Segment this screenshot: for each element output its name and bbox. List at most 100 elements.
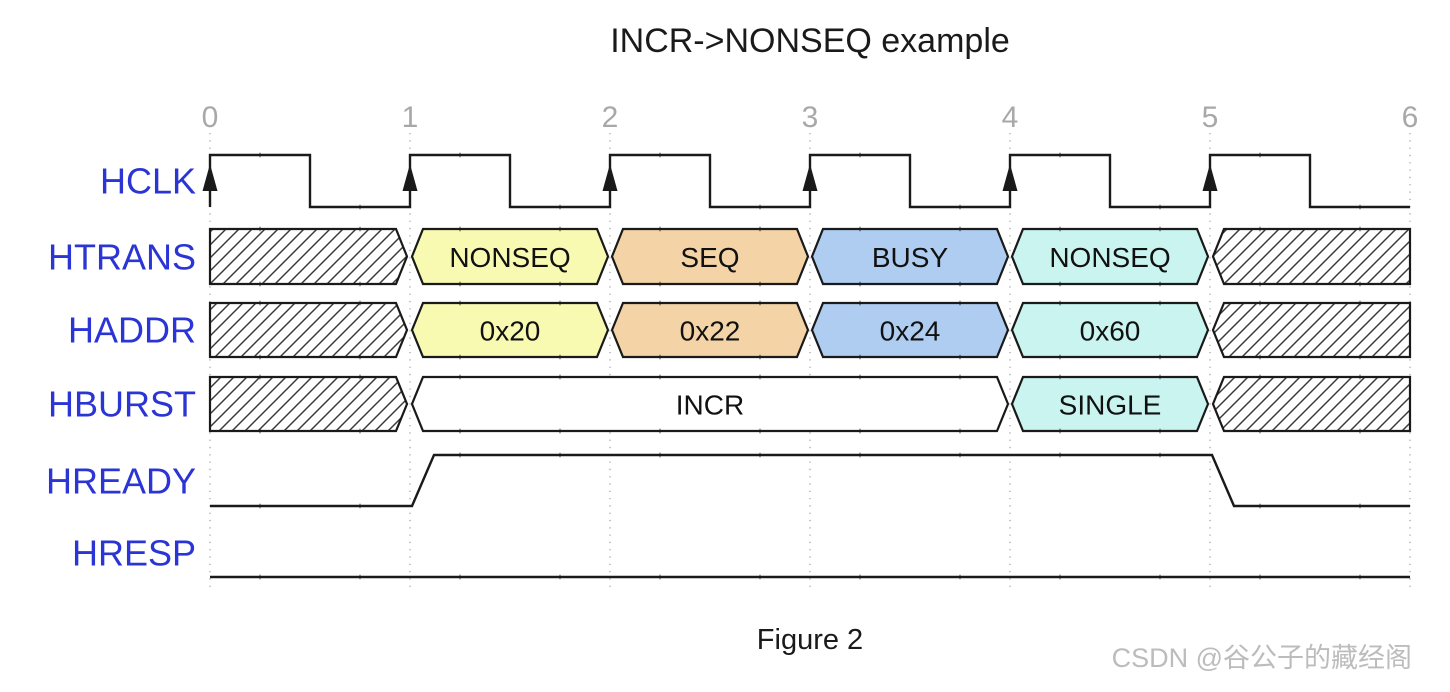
period-mark (459, 281, 461, 287)
period-mark (659, 226, 661, 232)
period-mark (859, 152, 861, 158)
period-mark (959, 300, 961, 306)
period-mark (459, 354, 461, 360)
period-mark (1259, 226, 1261, 232)
haddr-value: 0x60 (1080, 316, 1141, 347)
tick-label-5: 5 (1202, 101, 1219, 134)
haddr-value: 0x22 (680, 316, 741, 347)
period-mark (1259, 281, 1261, 287)
period-mark (359, 204, 361, 210)
period-mark (559, 374, 561, 380)
period-mark (1259, 503, 1261, 509)
period-mark (1159, 204, 1161, 210)
period-mark (259, 226, 261, 232)
htrans-value: NONSEQ (1049, 242, 1170, 273)
hready-waveform (210, 453, 1410, 508)
period-mark (1259, 428, 1261, 434)
period-mark (1159, 354, 1161, 360)
period-mark (859, 354, 861, 360)
period-mark (559, 452, 561, 458)
period-mark (459, 574, 461, 580)
period-mark (559, 300, 561, 306)
period-mark (459, 300, 461, 306)
hburst-segment-incr (410, 375, 1010, 433)
htrans-segment-hatch (208, 227, 409, 286)
hclk-rising-edge-arrow (1002, 164, 1018, 191)
period-mark (259, 281, 261, 287)
htrans-value: NONSEQ (449, 242, 570, 273)
haddr-segment-0x24 (810, 301, 1010, 359)
period-mark (1359, 428, 1361, 434)
period-mark (259, 354, 261, 360)
period-mark (759, 574, 761, 580)
period-mark (259, 574, 261, 580)
period-mark (259, 374, 261, 380)
haddr-segment-0x20 (410, 301, 610, 359)
hclk-rising-edge-arrow (602, 164, 618, 191)
period-mark (759, 204, 761, 210)
period-mark (1359, 281, 1361, 287)
hburst-segment-hatch (208, 375, 409, 433)
period-mark (1059, 428, 1061, 434)
period-mark (359, 281, 361, 287)
hclk-waveform (208, 153, 1410, 209)
period-mark (1159, 452, 1161, 458)
signal-label-hclk: HCLK (100, 161, 196, 202)
period-mark (759, 374, 761, 380)
tick-label-0: 0 (202, 101, 219, 134)
period-mark (759, 428, 761, 434)
period-mark (959, 374, 961, 380)
tick-label-6: 6 (1402, 101, 1419, 134)
period-mark (1359, 204, 1361, 210)
period-mark (959, 574, 961, 580)
period-mark (259, 300, 261, 306)
period-mark (759, 354, 761, 360)
hburst-segment-single (1010, 375, 1210, 433)
signal-label-hburst: HBURST (48, 384, 196, 425)
period-mark (459, 428, 461, 434)
period-mark (459, 152, 461, 158)
period-mark (359, 300, 361, 306)
period-mark (759, 452, 761, 458)
period-mark (659, 374, 661, 380)
period-mark (459, 374, 461, 380)
haddr-segment-0x22 (610, 301, 810, 359)
period-mark (1359, 374, 1361, 380)
period-mark (1359, 503, 1361, 509)
period-mark (659, 452, 661, 458)
period-mark (1159, 281, 1161, 287)
hburst-value: INCR (676, 390, 744, 421)
haddr-segment-hatch (1211, 301, 1412, 359)
period-mark (1359, 354, 1361, 360)
period-mark (1059, 452, 1061, 458)
period-mark (959, 226, 961, 232)
period-mark (359, 226, 361, 232)
period-mark (1159, 300, 1161, 306)
period-mark (859, 374, 861, 380)
signal-label-hresp: HRESP (72, 533, 196, 574)
htrans-segment-nonseq (410, 227, 610, 286)
period-mark (1059, 152, 1061, 158)
htrans-segment-busy (810, 227, 1010, 286)
signal-label-htrans: HTRANS (48, 237, 196, 278)
period-mark (559, 428, 561, 434)
period-mark (959, 204, 961, 210)
tick-label-3: 3 (802, 101, 819, 134)
period-mark (559, 204, 561, 210)
period-mark (1259, 374, 1261, 380)
tick-label-4: 4 (1002, 101, 1019, 134)
period-mark (859, 226, 861, 232)
tick-label-1: 1 (402, 101, 419, 134)
period-mark (859, 281, 861, 287)
hclk-rising-edge-arrow (1202, 164, 1218, 191)
period-mark (659, 428, 661, 434)
signal-label-haddr: HADDR (68, 310, 196, 351)
period-mark (659, 574, 661, 580)
period-mark (1259, 354, 1261, 360)
period-mark (559, 574, 561, 580)
signal-label-hready: HREADY (46, 461, 196, 502)
diagram-title: INCR->NONSEQ example (610, 22, 1010, 60)
period-mark (1159, 574, 1161, 580)
period-mark (859, 452, 861, 458)
